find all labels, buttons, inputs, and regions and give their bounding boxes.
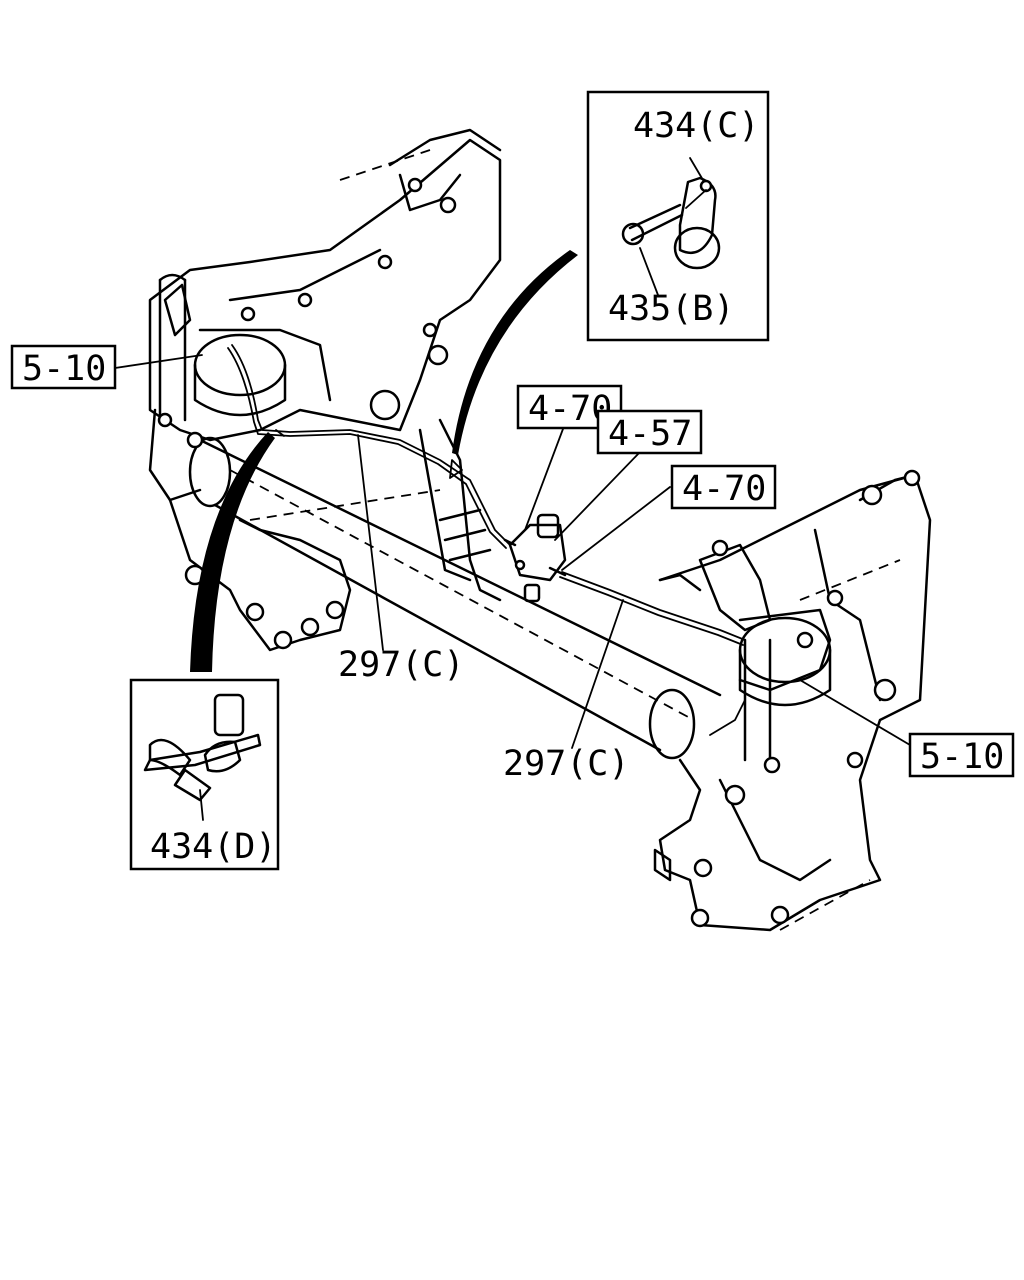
ref-4-57-box bbox=[596, 409, 703, 455]
ref-4-70-top-box bbox=[516, 384, 623, 430]
air-pipe bbox=[227, 344, 746, 736]
part-435b: 435(B) bbox=[608, 289, 734, 329]
part-434c: 434(C) bbox=[633, 106, 759, 146]
right-frame-assembly bbox=[653, 469, 932, 932]
ref-5-10-left: 5-10 bbox=[22, 349, 106, 389]
part-297c-upper: 297(C) bbox=[338, 645, 464, 685]
ref-4-57: 4-57 bbox=[608, 414, 692, 454]
inset-clip-bolt bbox=[586, 90, 770, 342]
part-434d: 434(D) bbox=[150, 827, 276, 867]
ref-5-10-right-box bbox=[908, 732, 1015, 778]
leveling-valve bbox=[503, 513, 567, 603]
part-297c-lower: 297(C) bbox=[503, 744, 629, 784]
ref-4-70-right: 4-70 bbox=[682, 469, 766, 509]
left-frame-assembly bbox=[148, 128, 502, 652]
ref-5-10-right: 5-10 bbox=[920, 737, 1004, 777]
ref-4-70-right-box bbox=[670, 464, 777, 510]
callout-arc-lower bbox=[190, 432, 275, 672]
ref-5-10-left-box bbox=[10, 344, 117, 390]
inset-clip-434d bbox=[129, 678, 280, 871]
